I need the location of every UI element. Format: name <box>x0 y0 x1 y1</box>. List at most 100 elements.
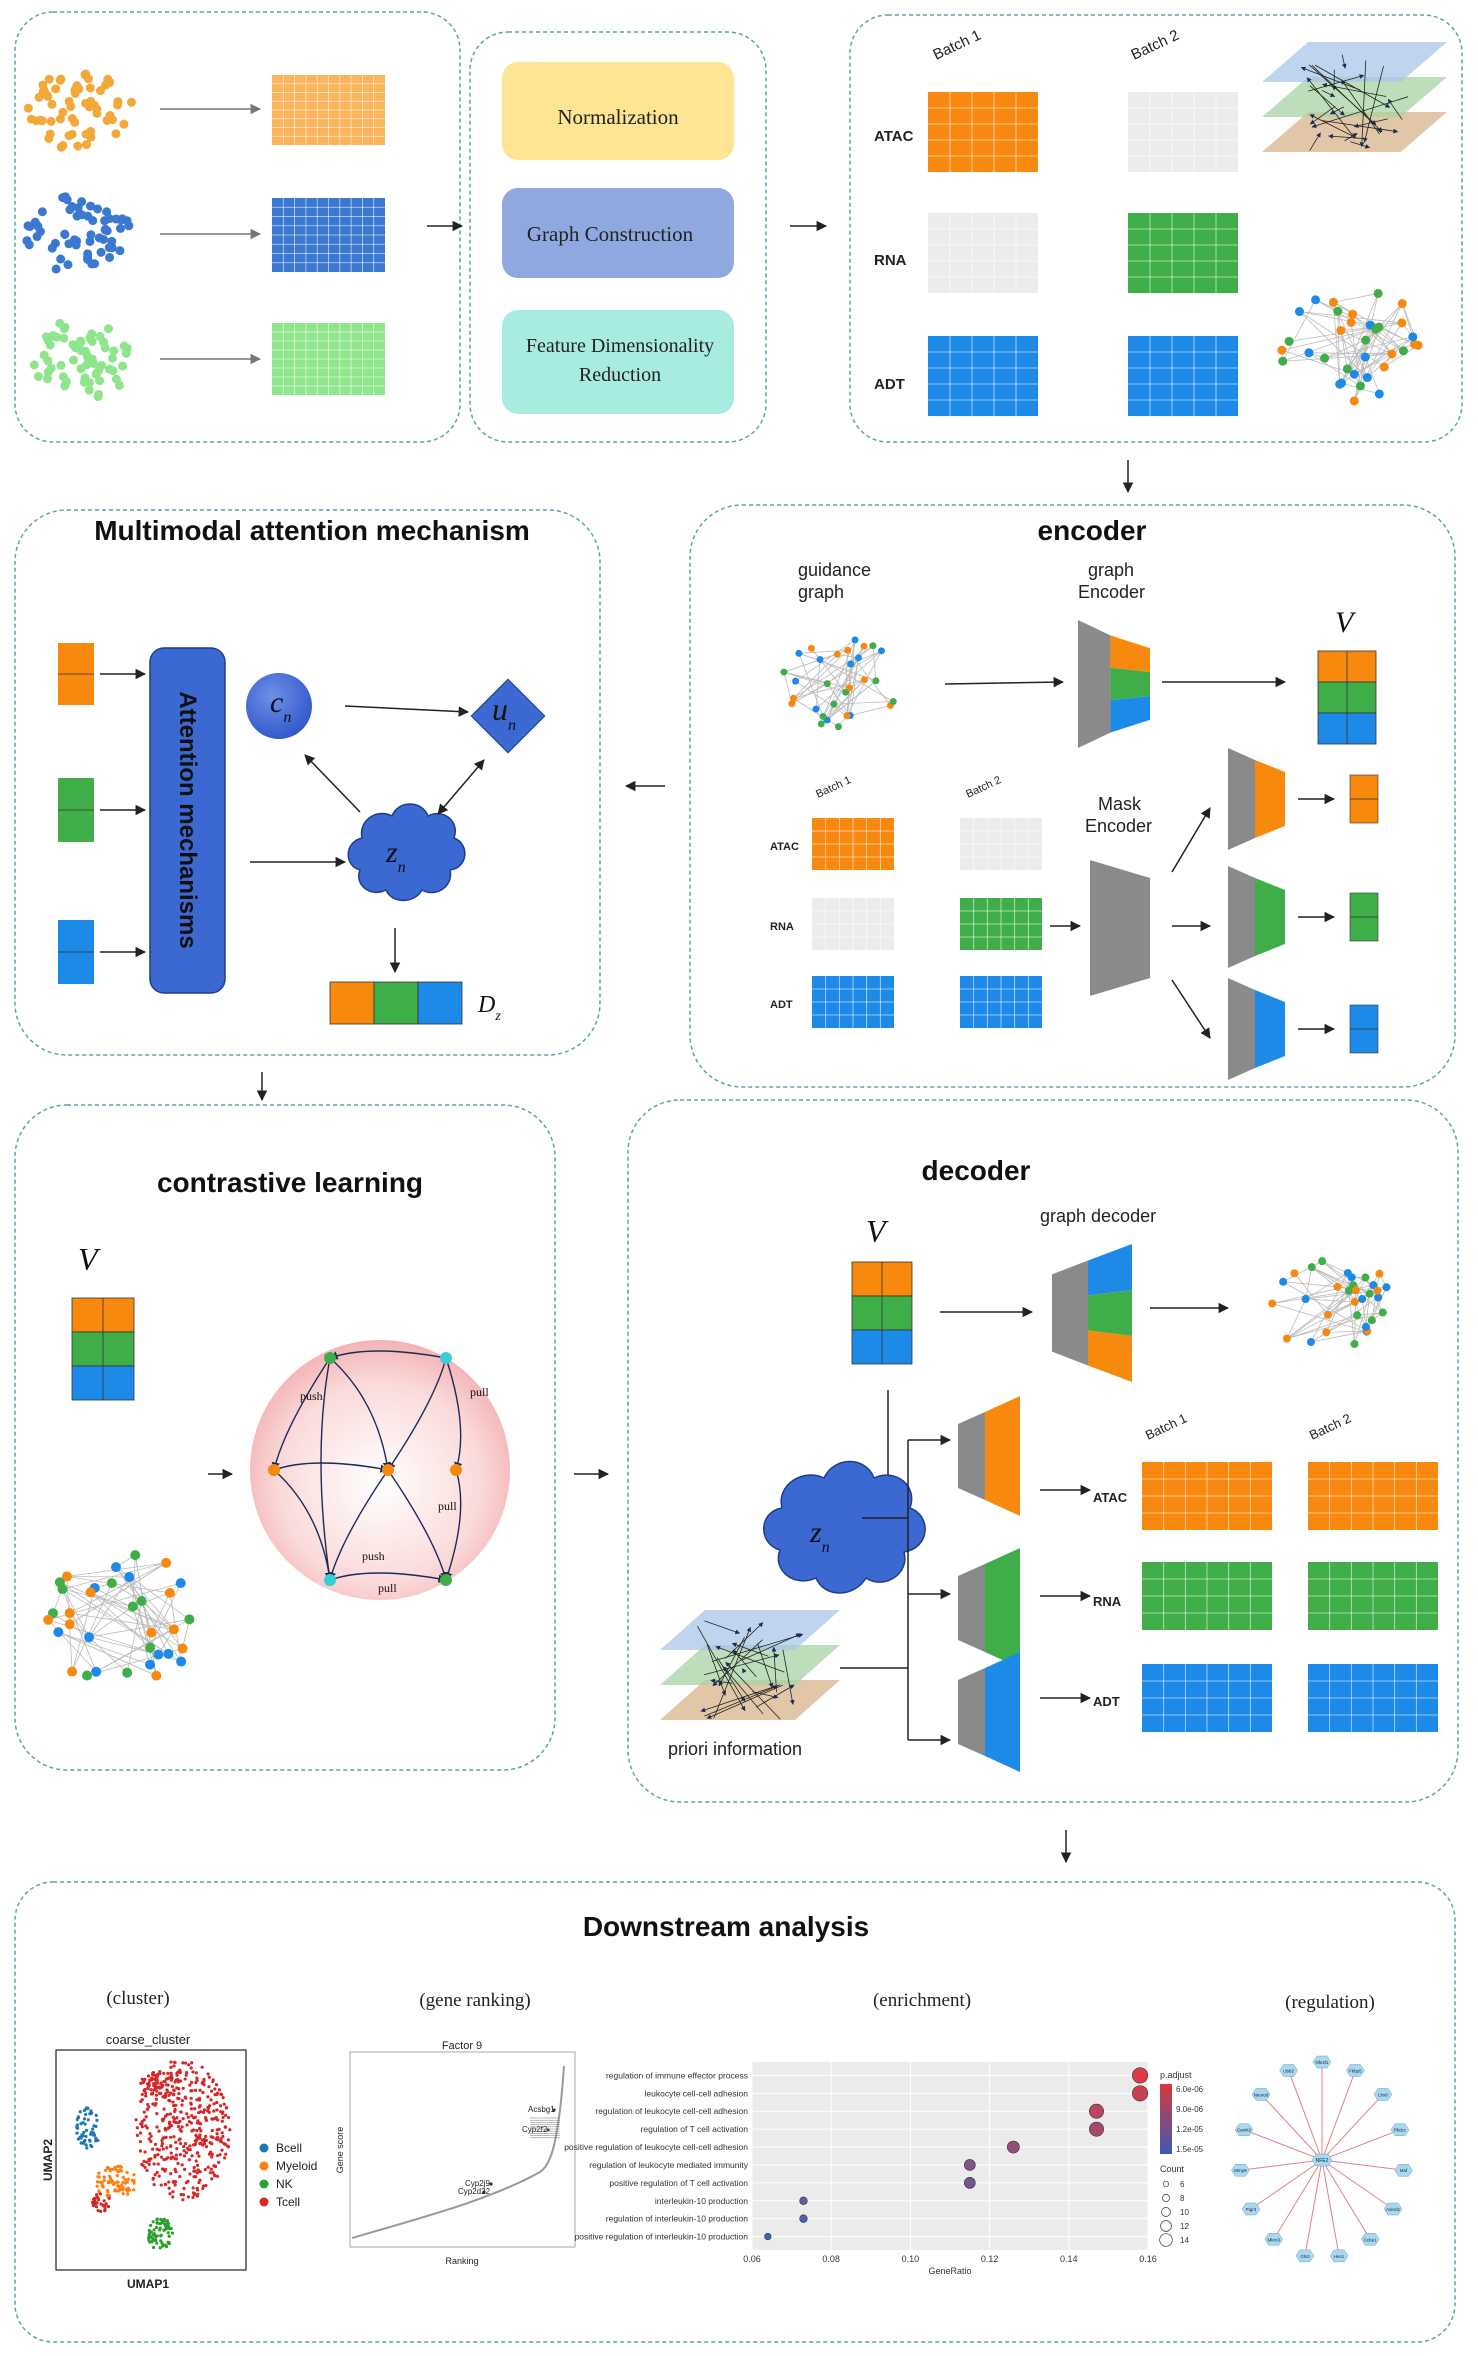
umap-point <box>197 2154 201 2158</box>
legend-dot-nk <box>259 2179 269 2189</box>
graph-node <box>1344 1286 1353 1295</box>
padjust-tick: 1.5e-05 <box>1176 2145 1204 2154</box>
stack-edge <box>1309 85 1345 116</box>
umap-point <box>202 2108 207 2112</box>
umap-point <box>198 2104 202 2108</box>
umap-point <box>198 2136 202 2140</box>
reg-node-label: Mkrn3 <box>1268 2237 1281 2242</box>
umap-point <box>152 2245 156 2250</box>
enrich-dot <box>799 2196 808 2205</box>
graph-node <box>82 1670 93 1681</box>
reg-center-node <box>1311 2153 1333 2167</box>
graph-node <box>1343 1268 1352 1277</box>
graph-edge <box>1305 1267 1313 1300</box>
umap-point <box>201 2090 205 2095</box>
frame-decoder <box>627 1099 1459 1803</box>
umap-point <box>197 2098 202 2102</box>
umap-point <box>184 2073 188 2077</box>
arrow-guidance-to-graph-encoder <box>944 676 1065 688</box>
umap-point <box>178 2071 182 2075</box>
gene-label: Acsbg1 <box>528 2105 555 2114</box>
graph-edge <box>182 1619 190 1649</box>
stack-edge <box>700 1684 781 1713</box>
top-adt-batch1 <box>928 336 1038 416</box>
umap-point <box>181 2061 185 2065</box>
umap-point <box>139 2122 143 2126</box>
umap-point <box>221 2115 225 2120</box>
graph-edge <box>850 650 882 665</box>
umap-point <box>194 2140 198 2144</box>
umap-point <box>166 2231 170 2235</box>
reg-node-label: Camk2 <box>1237 2128 1252 2133</box>
umap-point <box>132 2179 136 2183</box>
umap-point <box>116 2164 120 2168</box>
dec-atac-batch1 <box>1142 1462 1272 1530</box>
graph-edge <box>1286 1314 1358 1339</box>
umap-point <box>90 2144 94 2149</box>
umap-point <box>107 2194 112 2198</box>
graph-node <box>175 1578 186 1589</box>
stack-edge <box>1387 98 1403 120</box>
factor-curve <box>351 2065 565 2239</box>
reg-node <box>1329 2249 1349 2263</box>
umap-point <box>160 2167 165 2171</box>
cluster-label: (cluster) <box>106 1988 169 2009</box>
umap-point <box>81 2141 85 2145</box>
umap-point <box>214 2083 219 2087</box>
umap-point <box>224 2152 228 2156</box>
umap-point <box>167 2122 172 2126</box>
graph-edge <box>1282 326 1380 362</box>
graph-node <box>1290 1269 1299 1278</box>
raw-point <box>122 343 132 353</box>
graph-node <box>1361 1273 1370 1282</box>
dec-rna-batch1 <box>1142 1562 1272 1630</box>
reg-edge <box>1273 2159 1323 2240</box>
umap-point <box>162 2228 166 2232</box>
graph-edge <box>872 645 877 681</box>
raw-point <box>43 374 53 384</box>
graph-node <box>1353 1311 1362 1320</box>
umap-point <box>119 2187 123 2191</box>
graph-edge <box>59 1581 175 1630</box>
umap-point <box>176 2077 180 2082</box>
mask-branch-rna <box>1228 866 1379 968</box>
decoder-branch-lines <box>840 1434 1092 1746</box>
umap-point <box>115 2174 119 2178</box>
umap-point <box>172 2104 176 2108</box>
raw-point <box>91 369 101 379</box>
umap-point <box>165 2219 169 2223</box>
umap-point <box>164 2094 168 2098</box>
graph-edge <box>1281 349 1355 375</box>
umap-point <box>204 2134 208 2138</box>
attention-block <box>149 647 226 994</box>
stack-edge <box>731 1642 769 1657</box>
enrichment-label: (enrichment) <box>873 1990 971 2011</box>
dz-label: Dz <box>477 992 501 1024</box>
enrich-dot <box>1089 2121 1104 2137</box>
graph-node <box>834 723 842 731</box>
umap-point <box>155 2170 159 2175</box>
umap-point <box>197 2111 201 2115</box>
graph-node <box>860 642 868 650</box>
umap-point <box>206 2109 210 2113</box>
graph-node <box>1350 1340 1359 1349</box>
guidance-graph-label-2: graph <box>798 582 844 602</box>
z-cloud <box>347 803 466 902</box>
umap-point <box>138 2139 143 2144</box>
reg-node-label: Hes1 <box>1334 2254 1345 2259</box>
umap-point <box>189 2107 193 2111</box>
umap-point <box>162 2136 166 2140</box>
umap-point <box>210 2089 214 2093</box>
panel-frames <box>14 11 1463 2343</box>
umap-point <box>190 2154 194 2158</box>
enc-adt-batch1 <box>812 976 894 1028</box>
graph-node <box>1304 348 1314 358</box>
reg-node <box>1241 2202 1261 2216</box>
graph-edge <box>1375 328 1404 352</box>
graph-node <box>819 712 827 720</box>
graph-node <box>845 684 853 692</box>
enrich-xtick: 0.16 <box>1139 2254 1157 2264</box>
graph-node <box>1318 1257 1327 1266</box>
umap-point <box>209 2150 213 2154</box>
